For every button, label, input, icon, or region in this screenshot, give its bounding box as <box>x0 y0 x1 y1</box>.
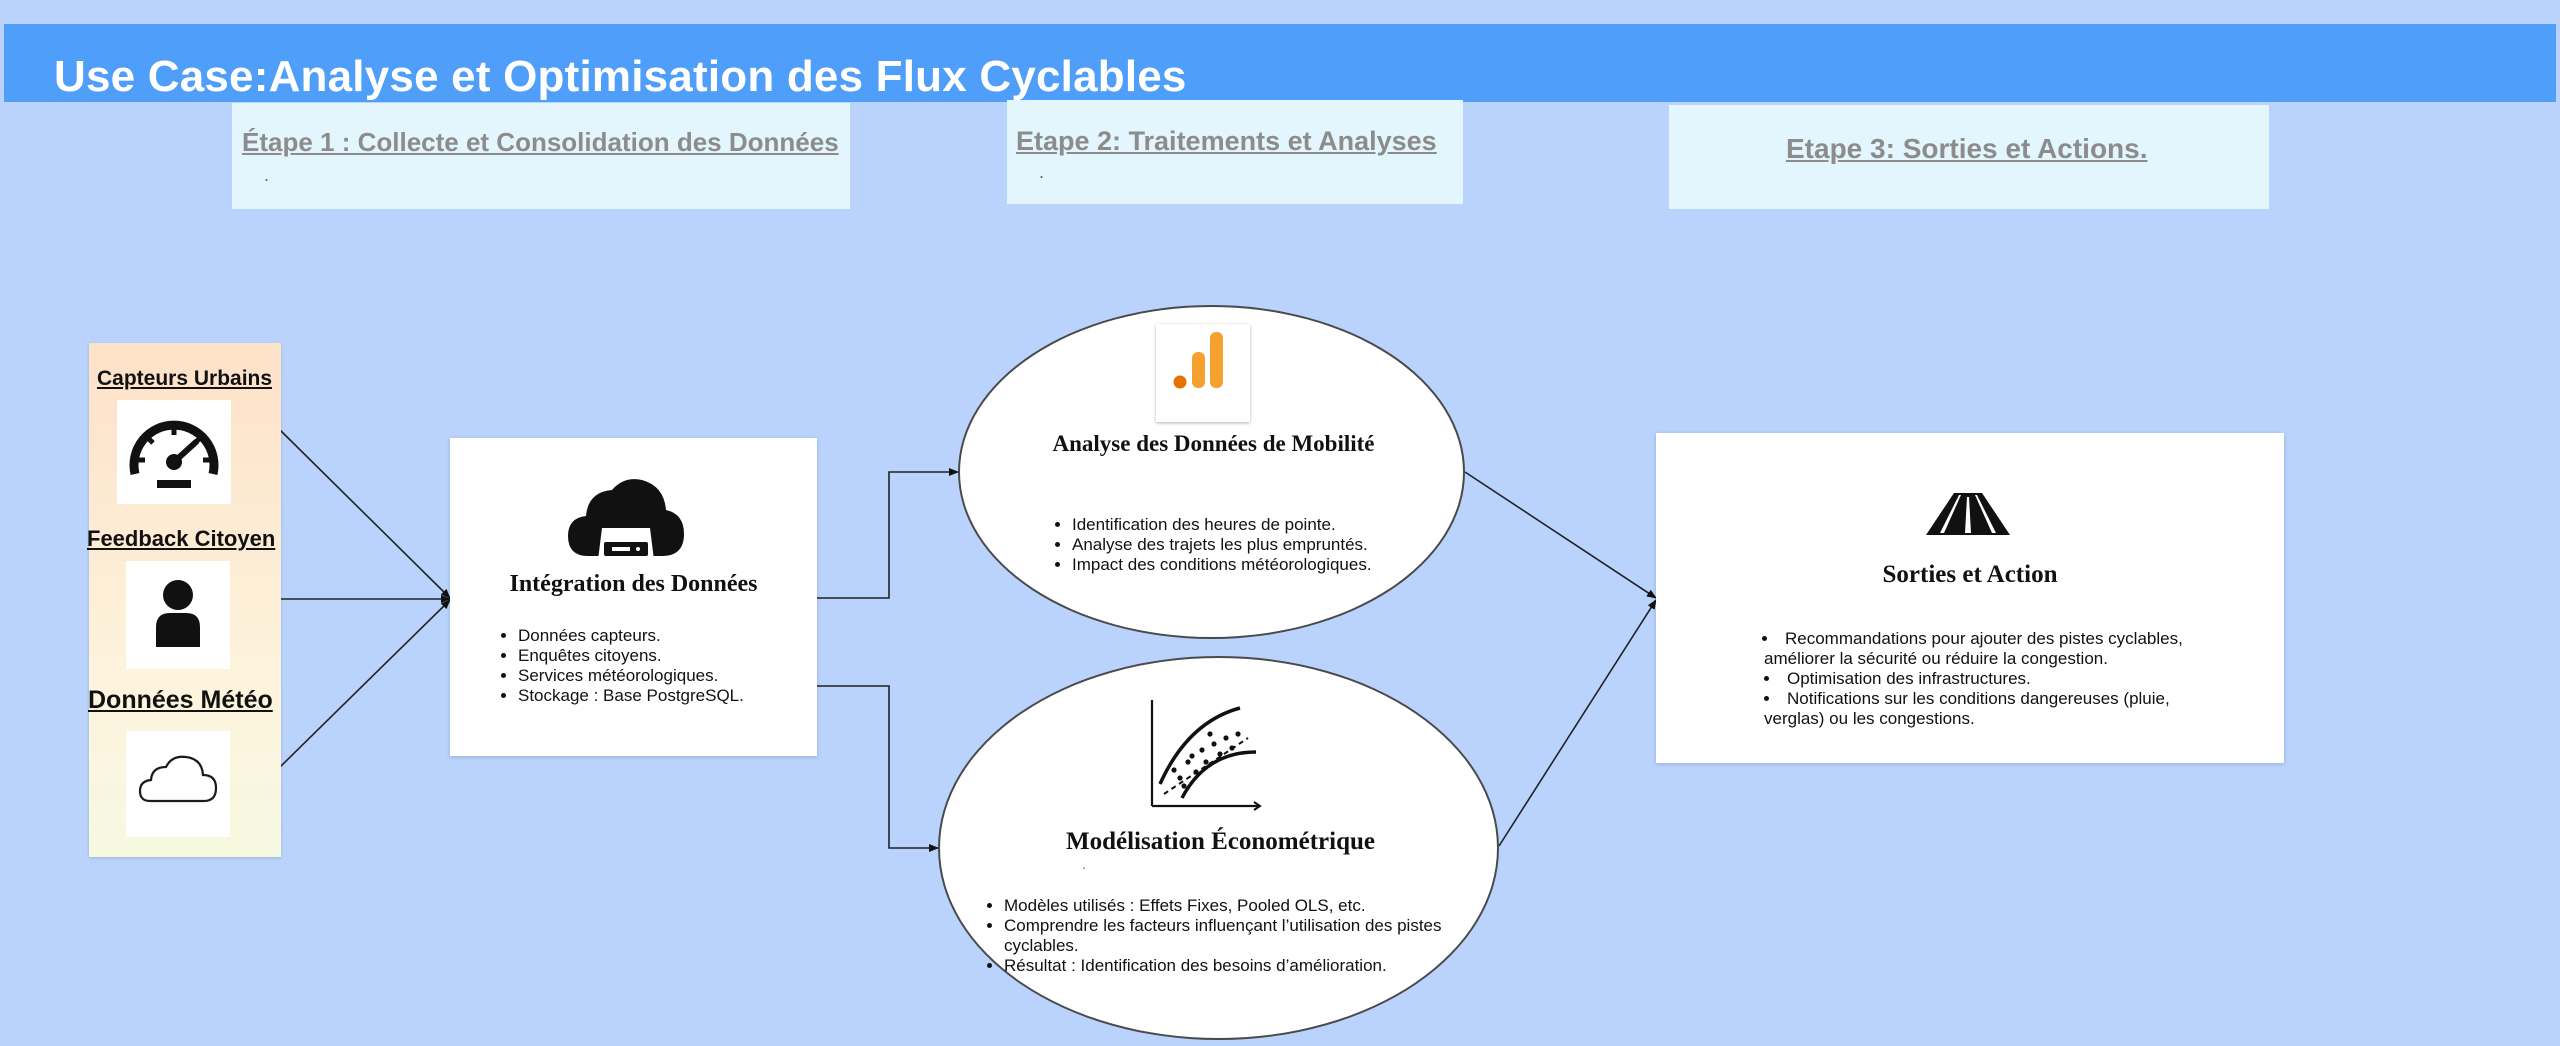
econometric-list: Modèles utilisés : Effets Fixes, Pooled … <box>982 896 1482 976</box>
arrow-weather-to-integration <box>279 599 451 768</box>
arrow-econometric-to-outputs <box>1498 599 1657 847</box>
scatter-plot-icon <box>1144 696 1264 816</box>
integration-list: Données capteurs. Enquêtes citoyens. Ser… <box>496 626 818 706</box>
analytics-bar-icon <box>1156 324 1250 422</box>
integration-title: Intégration des Données <box>509 571 758 597</box>
integration-box: Intégration des Données Données capteurs… <box>450 438 817 756</box>
list-item: Notifications sur les conditions dangere… <box>1764 689 2214 729</box>
list-item: Stockage : Base PostgreSQL. <box>518 686 818 706</box>
econometric-title: Modélisation Économétrique <box>1065 828 1375 855</box>
stage-1-box: Étape 1 : Collecte et Consolidation des … <box>232 103 850 209</box>
stage-2-title: Etape 2: Traitements et Analyses <box>1016 126 1437 156</box>
stage-3-box: Etape 3: Sorties et Actions. <box>1669 105 2269 209</box>
source-label-feedback: Feedback Citoyen <box>87 526 276 551</box>
list-item: Identification des heures de pointe. <box>1072 515 1472 535</box>
stage-1-dot: . <box>264 165 270 185</box>
stage-3-title: Etape 3: Sorties et Actions. <box>1786 133 2148 164</box>
outputs-title: Sorties et Action <box>1882 561 2058 588</box>
speedometer-icon <box>117 400 231 504</box>
road-icon <box>1926 491 2010 537</box>
arrow-sensors-to-integration <box>279 429 451 599</box>
list-item: Optimisation des infrastructures. <box>1764 669 2214 689</box>
econometric-ellipse: Modélisation Économétrique . Modèles uti… <box>938 656 1499 1040</box>
stage-2-dot: . <box>1039 162 1045 182</box>
arrow-integration-to-econometric <box>817 685 939 852</box>
header-bar <box>4 24 2556 102</box>
list-item: Impact des conditions météorologiques. <box>1072 555 1472 575</box>
person-icon <box>126 561 230 669</box>
stage-2-box: Etape 2: Traitements et Analyses . <box>1007 100 1463 204</box>
cloud-storage-icon <box>568 476 684 574</box>
list-item: Résultat : Identification des besoins d’… <box>1004 956 1482 976</box>
arrow-mobility-to-outputs <box>1464 471 1657 599</box>
list-item: Données capteurs. <box>518 626 818 646</box>
list-item: Enquêtes citoyens. <box>518 646 818 666</box>
mobility-ellipse: Analyse des Données de Mobilité Identifi… <box>958 305 1465 639</box>
page-title: Use Case:Analyse et Optimisation des Flu… <box>54 52 1187 101</box>
list-item: Modèles utilisés : Effets Fixes, Pooled … <box>1004 896 1482 916</box>
list-item: Services météorologiques. <box>518 666 818 686</box>
list-item: Recommandations pour ajouter des pistes … <box>1764 629 2214 669</box>
list-item: Comprendre les facteurs influençant l’ut… <box>1004 916 1482 956</box>
source-label-sensors: Capteurs Urbains <box>97 367 273 390</box>
mobility-title: Analyse des Données de Mobilité <box>1052 431 1375 456</box>
mobility-list: Identification des heures de pointe. Ana… <box>1050 515 1472 575</box>
data-sources-panel: Capteurs Urbains Feedback Citoyen Donnée… <box>87 343 281 857</box>
outputs-box: Sorties et Action Recommandations pour a… <box>1656 433 2284 763</box>
source-label-weather: Données Météo <box>88 686 273 714</box>
outputs-list: Recommandations pour ajouter des pistes … <box>1764 629 2214 729</box>
stage-1-title: Étape 1 : Collecte et Consolidation des … <box>242 127 839 157</box>
list-item: Analyse des trajets les plus empruntés. <box>1072 535 1472 555</box>
arrow-integration-to-mobility <box>817 468 959 599</box>
cloud-icon <box>126 731 230 837</box>
econometric-dot: . <box>1082 856 1086 872</box>
